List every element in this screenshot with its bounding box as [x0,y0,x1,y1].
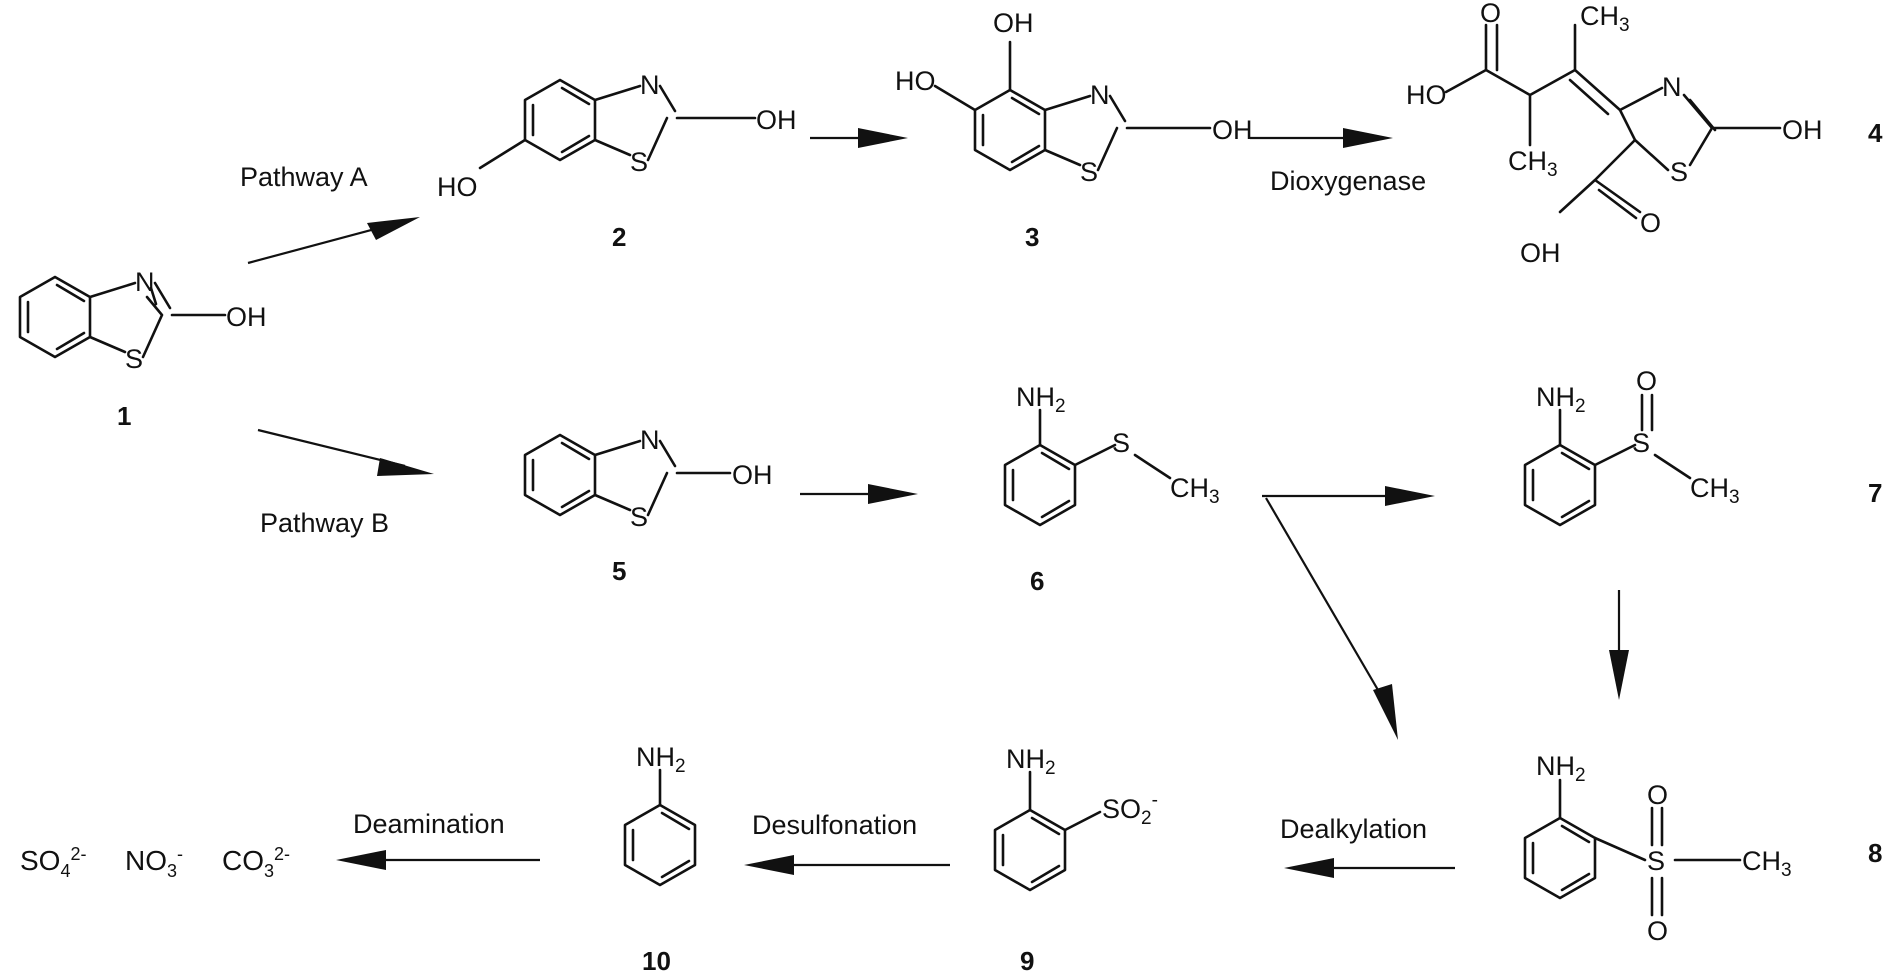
compound-4-structure: N S OH CH3 CH3 O HO O OH [1406,0,1823,268]
pathway-b-label: Pathway B [260,508,389,538]
compound-number-1: 1 [117,401,131,431]
atom-oh: OH [756,105,797,135]
compound-number-2: 2 [612,222,626,252]
compound-8-structure: NH2 S O O CH3 [1523,751,1792,946]
arrow-8-to-9 [1284,858,1455,878]
compound-number-9: 9 [1020,946,1034,976]
atom-s: S [630,502,648,532]
atom-oh: OH [226,302,267,332]
atom-oh: OH [993,8,1034,38]
arrow-1-to-5 [257,428,434,476]
arrow-10-to-products [336,850,540,870]
atom-nh2: NH2 [1016,382,1066,417]
compound-number-8: 8 [1868,838,1882,868]
compound-number-10: 10 [642,946,671,976]
compound-1-structure: N S OH [18,267,267,374]
atom-o: O [1480,0,1501,28]
atom-n: N [135,267,155,297]
atom-ch3: CH3 [1742,846,1792,881]
compound-7-structure: NH2 S O CH3 [1523,366,1740,527]
atom-ch3: CH3 [1690,473,1740,508]
atom-nh2: NH2 [636,742,686,777]
arrow-5-to-6 [800,484,918,504]
atom-oh: OH [1212,115,1253,145]
atom-nh2: NH2 [1006,744,1056,779]
compound-number-7: 7 [1868,478,1882,508]
atom-o: O [1636,366,1657,396]
compound-number-6: 6 [1030,566,1044,596]
compound-2-structure: N S OH HO [437,70,797,202]
arrow-2-to-3 [810,128,908,148]
dioxygenase-label: Dioxygenase [1270,166,1426,196]
arrow-7-to-8 [1609,590,1629,700]
atom-n: N [640,70,660,100]
atom-nh2: NH2 [1536,751,1586,786]
atom-nh2: NH2 [1536,382,1586,417]
atom-ch3: CH3 [1580,1,1630,36]
atom-ho: HO [437,172,478,202]
compound-5-structure: N S OH [523,425,773,532]
atom-oh: OH [1520,238,1561,268]
arrow-9-to-10 [744,855,950,875]
atom-n: N [1662,72,1682,102]
compound-number-5: 5 [612,556,626,586]
atom-ch3: CH3 [1170,473,1220,508]
atom-s: S [1112,428,1130,458]
atom-n: N [1090,80,1110,110]
atom-so2-minus: SO2- [1102,790,1158,829]
atom-ch3: CH3 [1508,146,1558,181]
dealkylation-label: Dealkylation [1280,814,1427,844]
sulfate-ion: SO42- [20,844,87,881]
atom-o: O [1647,916,1668,946]
arrow-6-to-8 [1265,497,1398,740]
compound-9-structure: NH2 SO2- [993,744,1158,892]
compound-number-3: 3 [1025,222,1039,252]
atom-s: S [1632,428,1650,458]
nitrate-ion: NO3- [125,844,183,881]
carbonate-ion: CO32- [222,844,290,881]
compound-3-structure: N S OH OH HO [895,8,1253,187]
arrow-6-to-7 [1262,486,1435,506]
arrow-3-to-4 [1250,128,1393,148]
atom-ho: HO [895,66,936,96]
compound-number-4: 4 [1868,118,1883,148]
deamination-label: Deamination [353,809,505,839]
atom-s: S [1080,157,1098,187]
atom-oh: OH [1782,115,1823,145]
atom-s: S [1647,846,1665,876]
atom-ho: HO [1406,80,1447,110]
pathway-a-label: Pathway A [240,162,368,192]
compound-10-structure: NH2 [623,742,697,887]
atom-oh: OH [732,460,773,490]
atom-s: S [630,147,648,177]
arrow-1-to-2 [247,217,420,265]
atom-n: N [640,425,660,455]
desulfonation-label: Desulfonation [752,810,917,840]
atom-s: S [125,344,143,374]
atom-o: O [1640,208,1661,238]
atom-s: S [1670,157,1688,187]
compound-6-structure: NH2 S CH3 [1003,382,1220,527]
atom-o: O [1647,780,1668,810]
